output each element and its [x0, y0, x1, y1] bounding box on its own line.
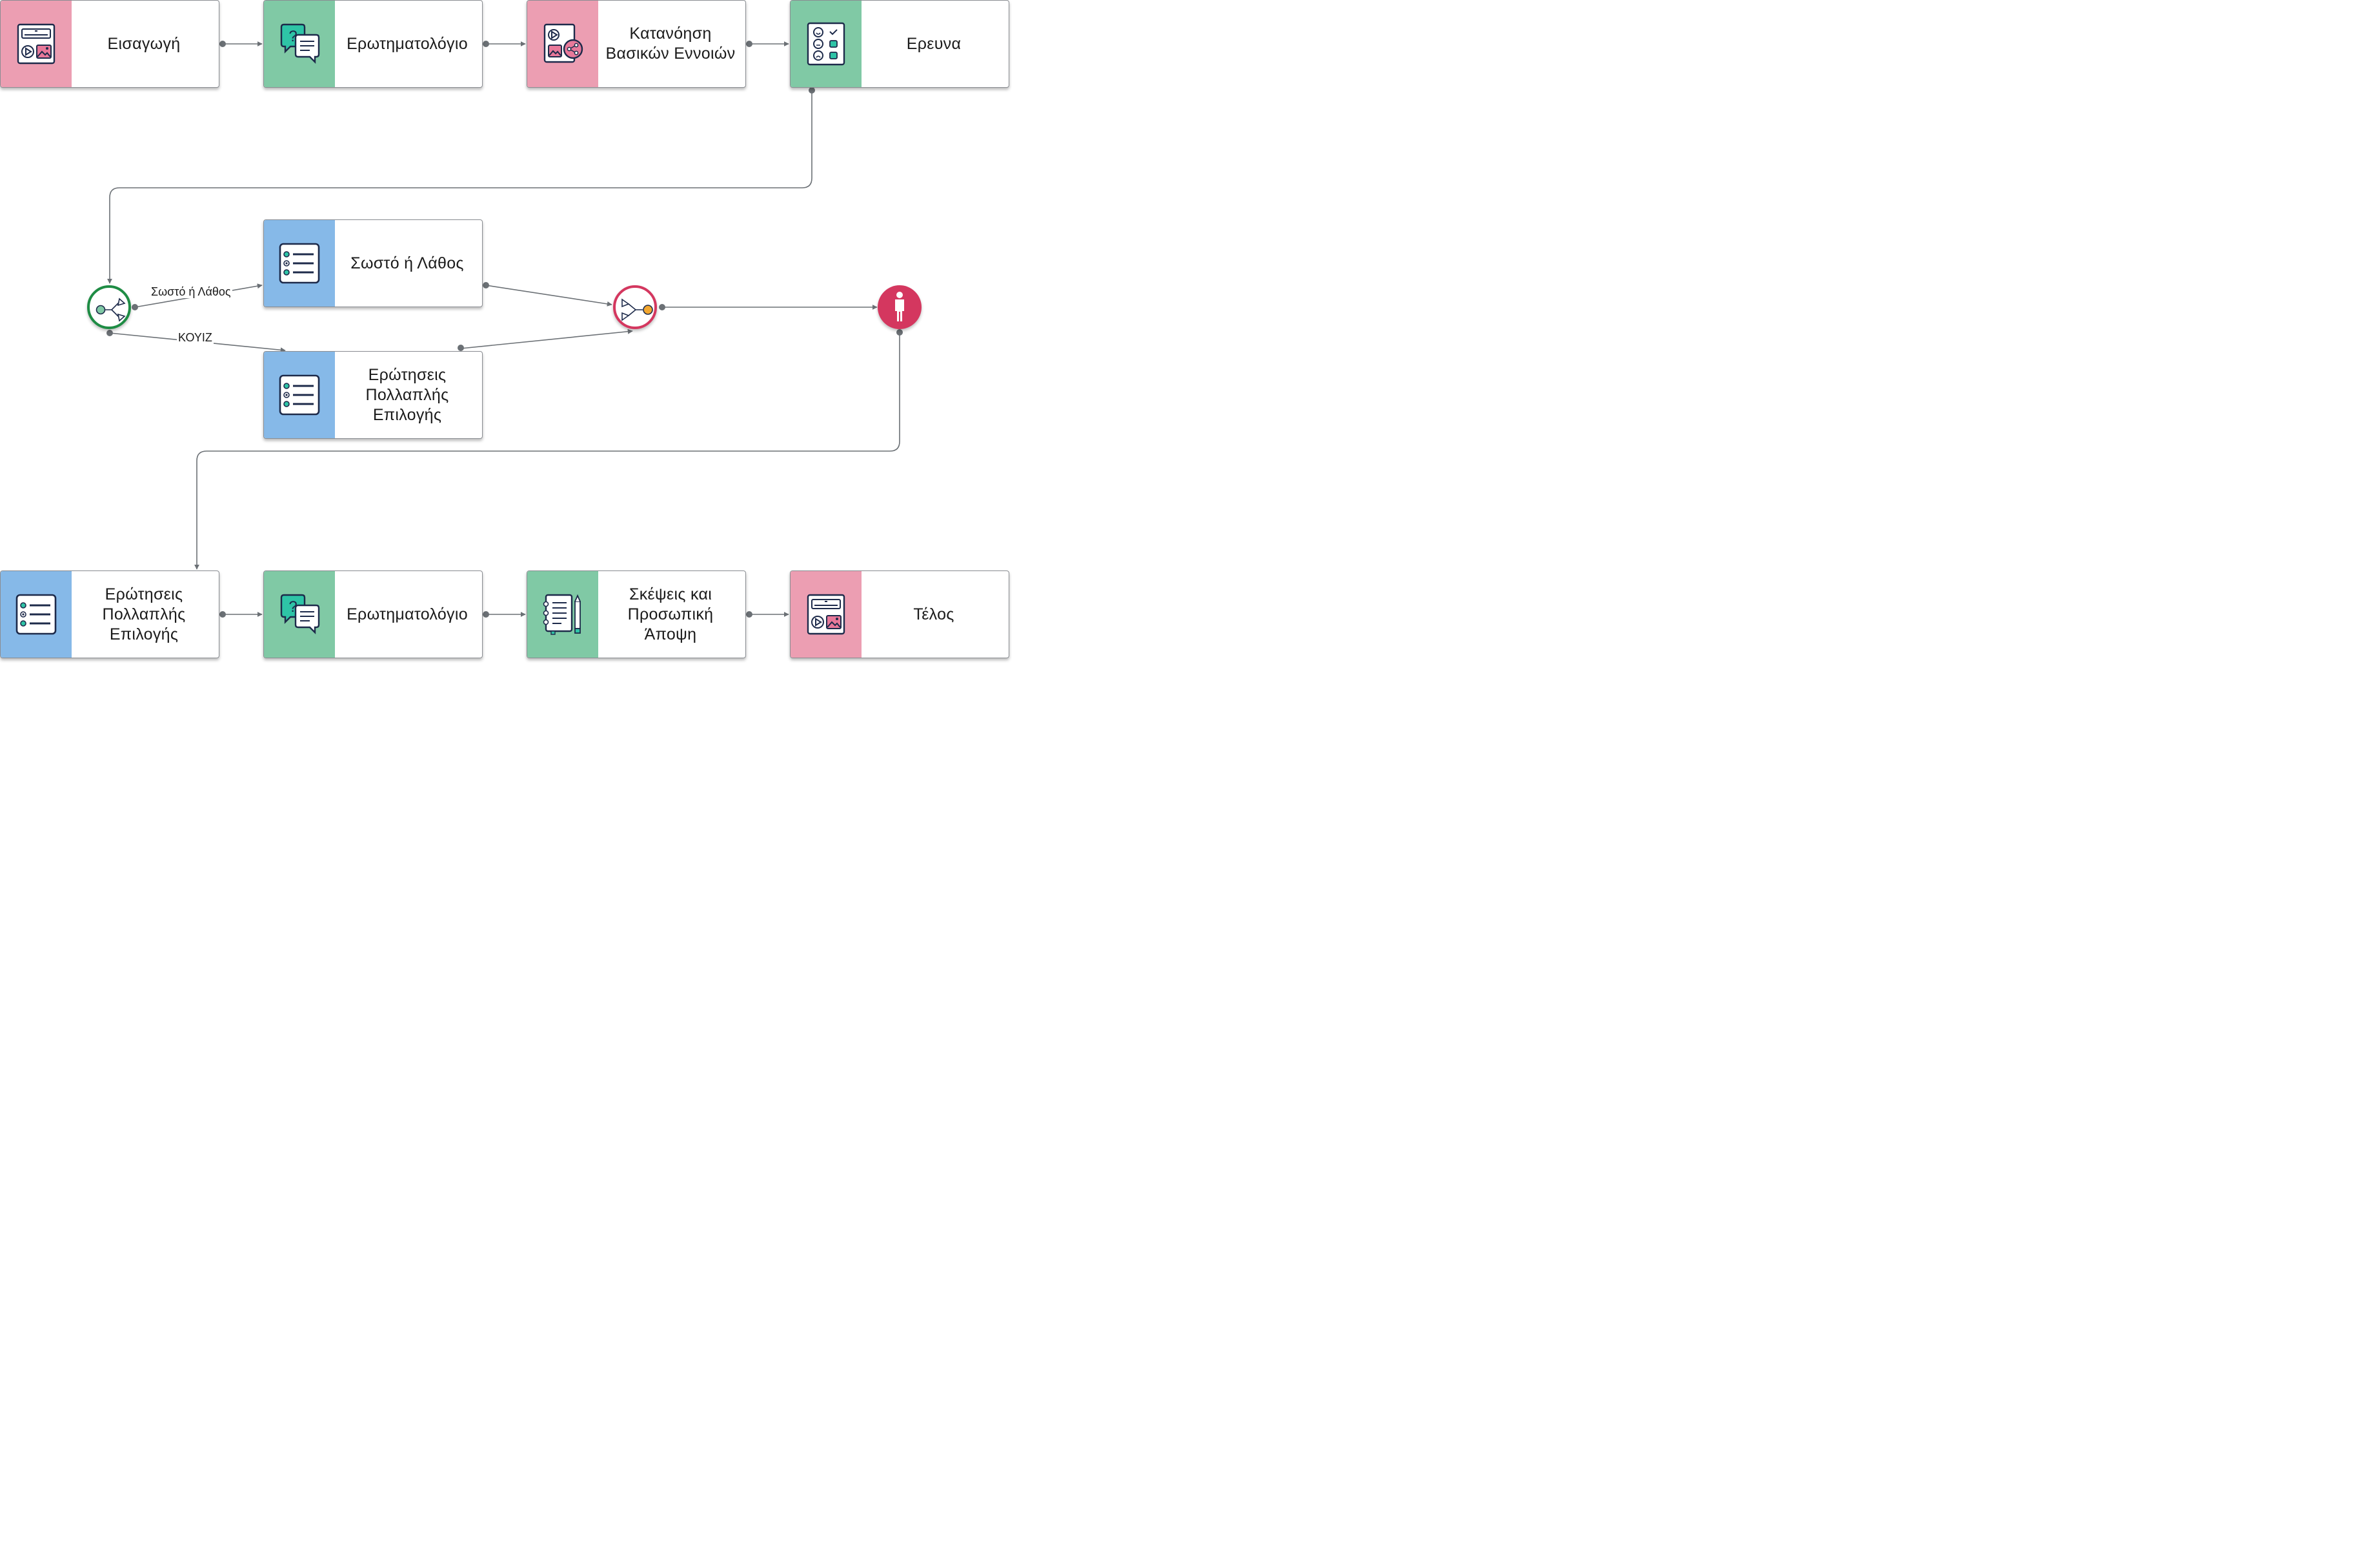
connector-dot	[809, 87, 815, 94]
media-share-icon	[543, 23, 583, 63]
connector-person-to-second-quiz	[194, 332, 900, 570]
node-end[interactable]: Τέλος	[790, 570, 1009, 658]
node-icon-strip	[527, 1, 598, 87]
node-label: Ερωτηματολόγιο	[347, 34, 468, 53]
node-icon-strip: ?	[264, 1, 335, 87]
node-label: Τέλος	[913, 605, 954, 623]
node-multiple-choice-quiz[interactable]: Ερώτησεις Πολλαπλής Επιλογής	[263, 351, 483, 439]
node-label: Σκέψεις και Προσωπική Άποψη	[627, 585, 714, 643]
node-multiple-choice-2[interactable]: Ερώτησεις Πολλαπλής Επιλογής	[0, 570, 219, 658]
split-gateway-icon	[96, 298, 126, 322]
node-label: Κατανόηση Βασικών Εννοιών	[605, 25, 736, 63]
node-icon-strip	[1, 1, 72, 87]
node-icon-strip: ?	[264, 571, 335, 658]
media-page-icon	[17, 23, 55, 65]
node-label: Ερευνα	[906, 34, 962, 53]
node-label: Ερώτησεις Πολλαπλής Επιλογής	[365, 365, 449, 424]
node-questionnaire-1[interactable]: ? Ερωτηματολόγιο	[263, 0, 483, 88]
notebook-pencil-icon	[543, 594, 581, 635]
connector-dot	[483, 41, 489, 47]
checklist-icon	[279, 243, 320, 284]
node-label: Ερωτηματολόγιο	[347, 605, 468, 623]
node-intro[interactable]: Εισαγωγή	[0, 0, 219, 88]
node-icon-strip	[791, 571, 862, 658]
media-page-icon	[807, 594, 845, 635]
connector-quiz-to-join	[460, 328, 633, 349]
chat-question-icon: ?	[280, 594, 320, 634]
node-reflection[interactable]: Σκέψεις και Προσωπική Άποψη	[527, 570, 746, 658]
node-research[interactable]: Ερευνα	[790, 0, 1009, 88]
node-icon-strip	[527, 571, 598, 658]
node-concepts[interactable]: Κατανόηση Βασικών Εννοιών	[527, 0, 746, 88]
node-label: Σωστό ή Λάθος	[350, 254, 464, 272]
node-label: Εισαγωγή	[107, 34, 181, 53]
node-icon-strip	[264, 352, 335, 438]
node-icon-strip	[791, 1, 862, 87]
connector-dot	[746, 611, 752, 618]
split-gateway[interactable]	[87, 285, 131, 329]
node-icon-strip	[1, 571, 72, 658]
join-gateway[interactable]	[613, 285, 657, 329]
connector-dot	[483, 611, 489, 618]
person-icon	[895, 292, 904, 321]
node-true-false[interactable]: Σωστό ή Λάθος	[263, 219, 483, 307]
join-gateway-icon	[621, 298, 653, 321]
node-label: Ερώτησεις Πολλαπλής Επιλογής	[102, 585, 186, 643]
connector-dot	[896, 329, 903, 336]
connector-dot	[746, 41, 752, 47]
node-questionnaire-2[interactable]: ? Ερωτηματολόγιο	[263, 570, 483, 658]
flow-diagram: Εισαγωγή ? Ερωτηματολόγιο	[0, 0, 1012, 661]
chat-question-icon: ?	[280, 23, 320, 64]
connector-dot	[219, 611, 226, 618]
edge-label-true-false: Σωστό ή Λάθος	[150, 285, 232, 298]
connector-dot	[106, 330, 113, 336]
connector-dot	[458, 345, 464, 351]
connector-dot	[132, 304, 138, 310]
edge-label-quiz: ΚΟΥΙΖ	[177, 331, 214, 344]
connector-dot	[659, 304, 665, 310]
connectors-layer	[106, 41, 903, 618]
checklist-icon	[15, 594, 57, 635]
connector-true-false-to-join	[485, 285, 612, 307]
person-milestone[interactable]	[878, 285, 922, 329]
connector-research-to-split	[107, 90, 812, 284]
checklist-icon	[279, 374, 320, 416]
connector-dot	[483, 282, 489, 288]
connector-dot	[219, 41, 226, 47]
survey-faces-icon	[807, 22, 845, 66]
node-icon-strip	[264, 220, 335, 307]
